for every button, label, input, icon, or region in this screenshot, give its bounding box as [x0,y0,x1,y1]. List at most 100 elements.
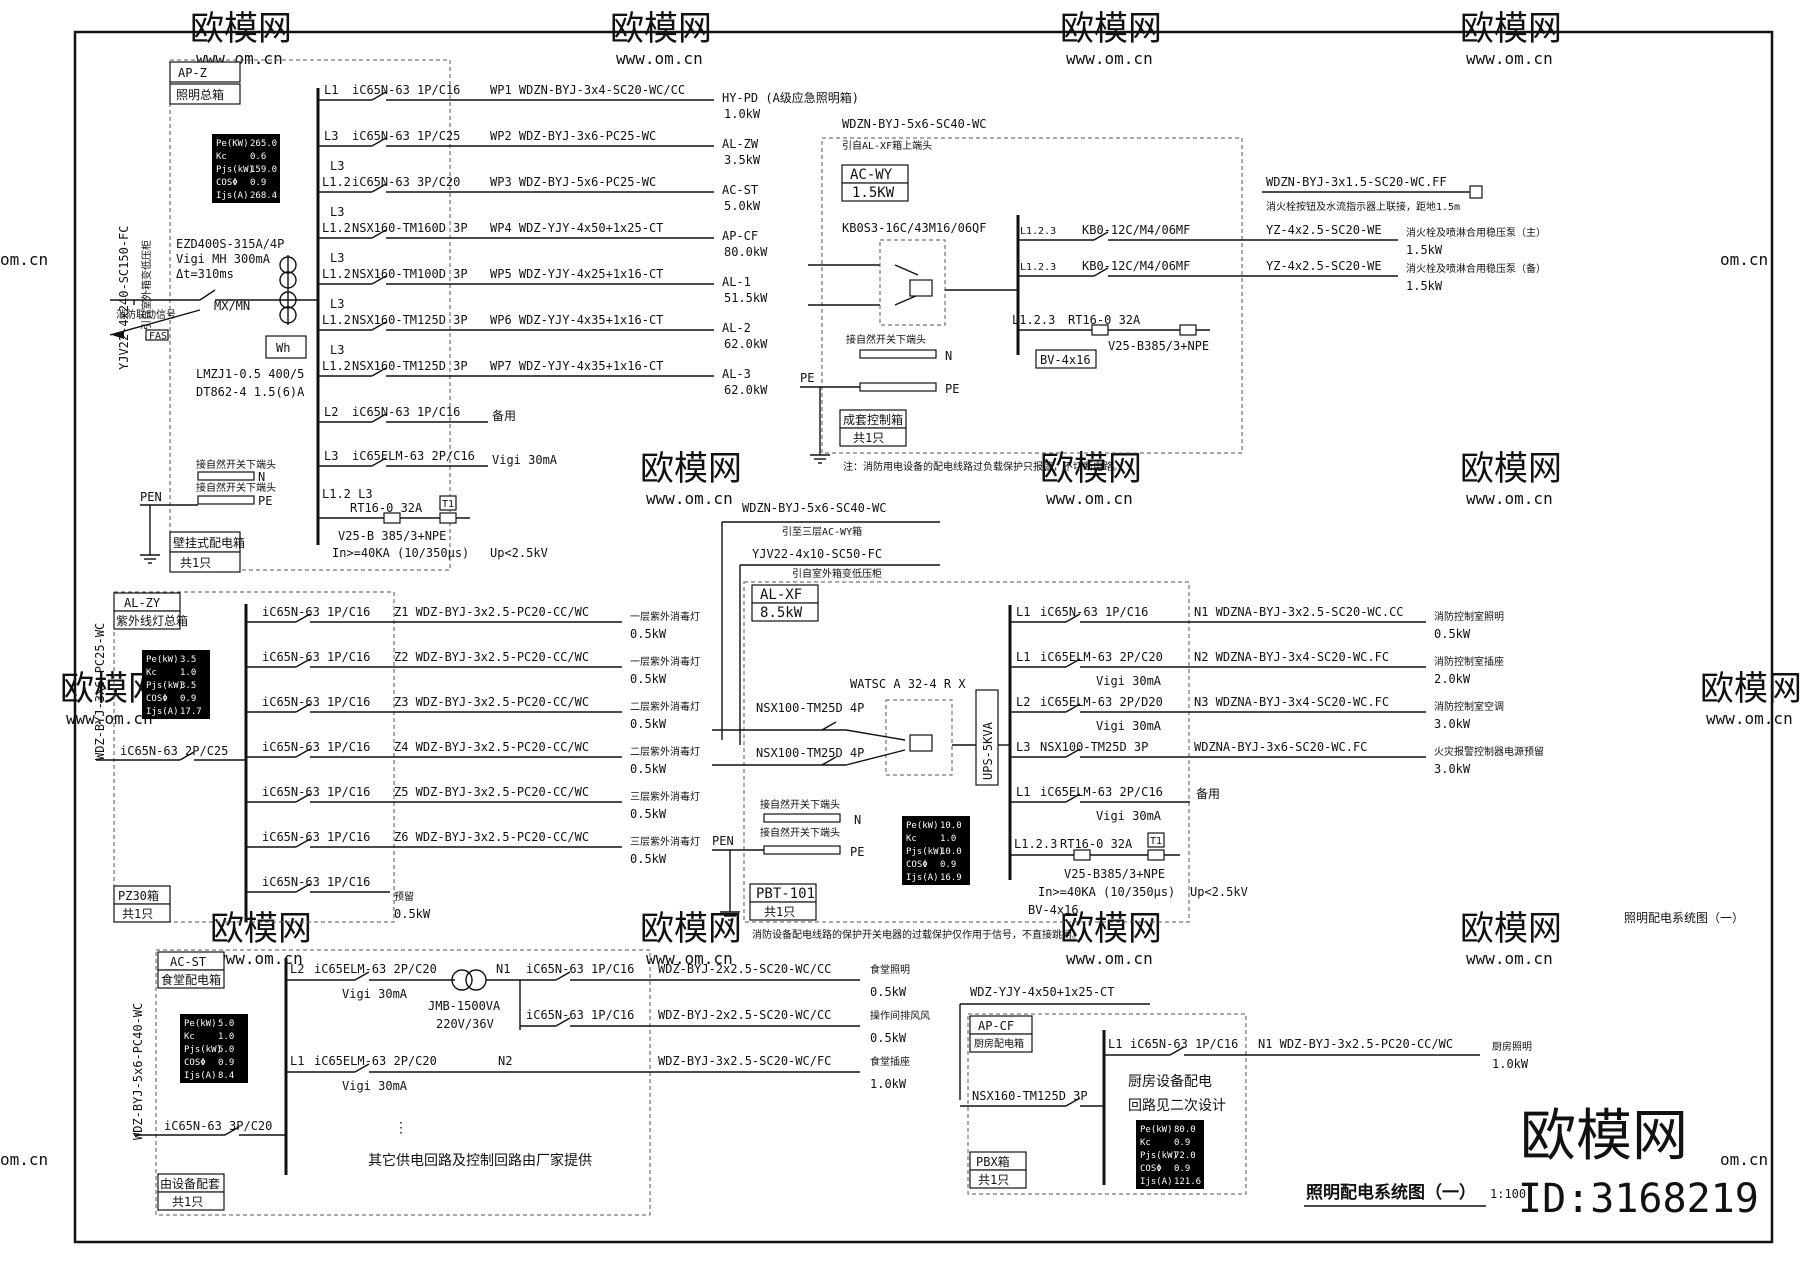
breaker-switch-icon [295,793,311,803]
ac-st-c1-breaker: iC65ELM-63 2P/C20 [314,962,437,976]
ac-wy-spd-phase: L1.2.3 [1012,313,1055,327]
ac-st-c3-load: 1.0kW [870,1077,907,1091]
param-value: 3.5 [180,681,196,691]
ap-z-n-term-note: 接自然开关下端头 [196,458,276,471]
watermark-url: www.om.cn [1466,949,1553,968]
param-key: Pe(kW) [906,821,939,831]
ap-z-code-box [169,61,241,83]
breaker-switch-icon [295,703,311,713]
circuit-phase: L2 [324,405,338,419]
al-xf-circuit-load: 3.0kW [1434,762,1471,776]
al-xf-code: AL-XF [760,587,802,603]
al-xf-circuit-destination: 消防控制室插座 [1434,655,1504,668]
ap-z-box-note: 壁挂式配电箱 [173,535,245,550]
al-zy-box-code: PZ30箱 [118,888,159,903]
al-xf-cable2: YJV22-4x10-SC50-FC [752,547,882,561]
al-zy-circuit-cable: Z2 WDZ-BYJ-3x2.5-PC20-CC/WC [394,650,589,664]
circuit-destination: HY-PD (A级应急照明箱) [722,90,859,105]
ap-cf-c1-load: 1.0kW [1492,1057,1529,1071]
al-zy-circuit-breaker: iC65N-63 1P/C16 [262,695,370,709]
ac-st-n1: N1 [496,962,510,976]
al-zy-circuit-destination: 一层紫外消毒灯 [630,655,700,668]
circuit-phase-top: L3 [330,343,344,357]
al-xf-circuit-breaker: iC65ELM-63 2P/C20 [1040,650,1163,664]
ap-cf-cable-in: WDZ-YJY-4x50+1x25-CT [970,985,1115,999]
drawing-title: 照明配电系统图（一） [1306,1182,1476,1203]
ap-z-qty-frame [169,551,241,573]
al-zy-circuit-destination: 三层紫外消毒灯 [630,835,700,848]
al-xf-circuit-destination: 消防控制室空调 [1434,700,1504,713]
al-xf-in1: NSX100-TM25D 4P [756,701,864,715]
param-value: 17.7 [180,707,202,717]
param-value: 8.4 [218,1071,234,1081]
circuit-load: 1.0kW [724,107,761,121]
ac-wy-bv-box [1035,349,1097,369]
ap-cf-main-switch [1065,1097,1081,1107]
al-xf-in2: NSX100-TM25D 4P [756,746,864,760]
ap-cf-note2: 回路见二次设计 [1128,1098,1226,1114]
circuit-cable: WP1 WDZN-BYJ-3x4-SC20-WC/CC [490,83,685,97]
ac-st-c1-switch [354,971,370,981]
al-xf-circuit-breaker: NSX100-TM25D 3P [1040,740,1148,754]
al-xf-spd-bv: BV-4x16 [1028,903,1079,917]
al-zy-circuit-cable: Z3 WDZ-BYJ-3x2.5-PC20-CC/WC [394,695,589,709]
breaker-switch-icon [371,457,387,467]
param-key: Kc [1140,1138,1151,1148]
ac-wy-circuit-device: KB0-12C/M4/06MF [1082,259,1190,273]
breaker-switch-icon [295,748,311,758]
al-zy-circuit-destination: 二层紫外消毒灯 [630,745,700,758]
circuit-phase: L1.2 [322,221,351,235]
ap-z-main-breaker: EZD400S-315A/4P [176,237,284,251]
ac-st-name-box [157,969,225,989]
param-key: COSΦ [146,694,168,704]
ac-st-c3-dest: 食堂插座 [870,1055,910,1068]
ac-st-transformer: JMB-1500VA [428,999,501,1013]
ac-wy-term-note: 接自然开关下端头 [846,333,926,346]
breaker-switch-icon [1065,658,1081,668]
watermark-brand: 欧模网 [1060,909,1162,949]
param-key: Ijs(A) [216,191,249,201]
al-zy-circuit-destination: 一层紫外消毒灯 [630,610,700,623]
al-zy-code: AL-ZY [124,596,161,610]
panel-ap-cf: WDZ-YJY-4x50+1x25-CT AP-CF 厨房配电箱 NSX160-… [959,985,1532,1195]
breaker-switch-icon [371,367,387,377]
circuit-breaker: NSX160-TM100D 3P [352,267,468,281]
breaker-switch-icon [371,91,387,101]
spd-t1-box [439,495,457,511]
ats-switch-contact [894,264,919,276]
watermark-brand: 欧模网 [1040,449,1142,489]
al-zy-circuit-breaker: iC65N-63 1P/C16 [262,605,370,619]
al-xf-circuit-cable: N3 WDZNA-BYJ-3x4-SC20-WC.FC [1194,695,1389,709]
ap-z-pe: PE [258,494,272,508]
watermark-url: www.om.cn [1046,489,1133,508]
watermark-brand: 欧模网 [1460,9,1562,49]
ac-st-c1-dest: 食堂照明 [870,963,910,976]
al-xf-spd-icon [1147,849,1165,861]
breaker-switch-icon [1065,748,1081,758]
ac-wy-qty-frame [839,427,907,447]
param-key: Pjs(kW) [146,681,184,691]
al-xf-circuit-breaker: iC65N-63 1P/C16 [1040,605,1148,619]
circuit-phase-top: L3 [330,297,344,311]
al-xf-pe-bar [763,845,841,855]
breaker-switch-icon [371,137,387,147]
ap-cf-c1-breaker: iC65N-63 1P/C16 [1130,1037,1238,1051]
ac-wy-circuits: WDZN-BYJ-3x1.5-SC20-WC.FF消火栓按钮及水流指示器上联接，… [1018,175,1546,293]
al-xf-cable1-note: 引至三层AC-WY箱 [782,525,862,538]
breaker-switch-icon [371,275,387,285]
ac-wy-dashed-outline [821,137,1243,454]
param-value: 5.0 [218,1019,234,1029]
circuit-breaker: NSX160-TM125D 3P [352,359,468,373]
al-xf-circuit-cable: N2 WDZNA-BYJ-3x4-SC20-WC.FC [1194,650,1389,664]
ac-st-c2-load: 0.5kW [870,1031,907,1045]
param-value: 3.5 [180,655,196,665]
ac-st-c3-rcd: Vigi 30mA [342,1079,408,1093]
circuit-load: 80.0kW [724,245,768,259]
al-zy-circuit-breaker: iC65N-63 1P/C16 [262,830,370,844]
al-xf-spd-model: V25-B385/3+NPE [1064,867,1165,881]
al-xf-circuit-phase: L2 [1016,695,1030,709]
watermark-layer: 欧模网www.om.cn欧模网www.om.cn欧模网www.om.cn欧模网w… [0,9,1800,1169]
circuit-phase: L1.2 [322,267,351,281]
